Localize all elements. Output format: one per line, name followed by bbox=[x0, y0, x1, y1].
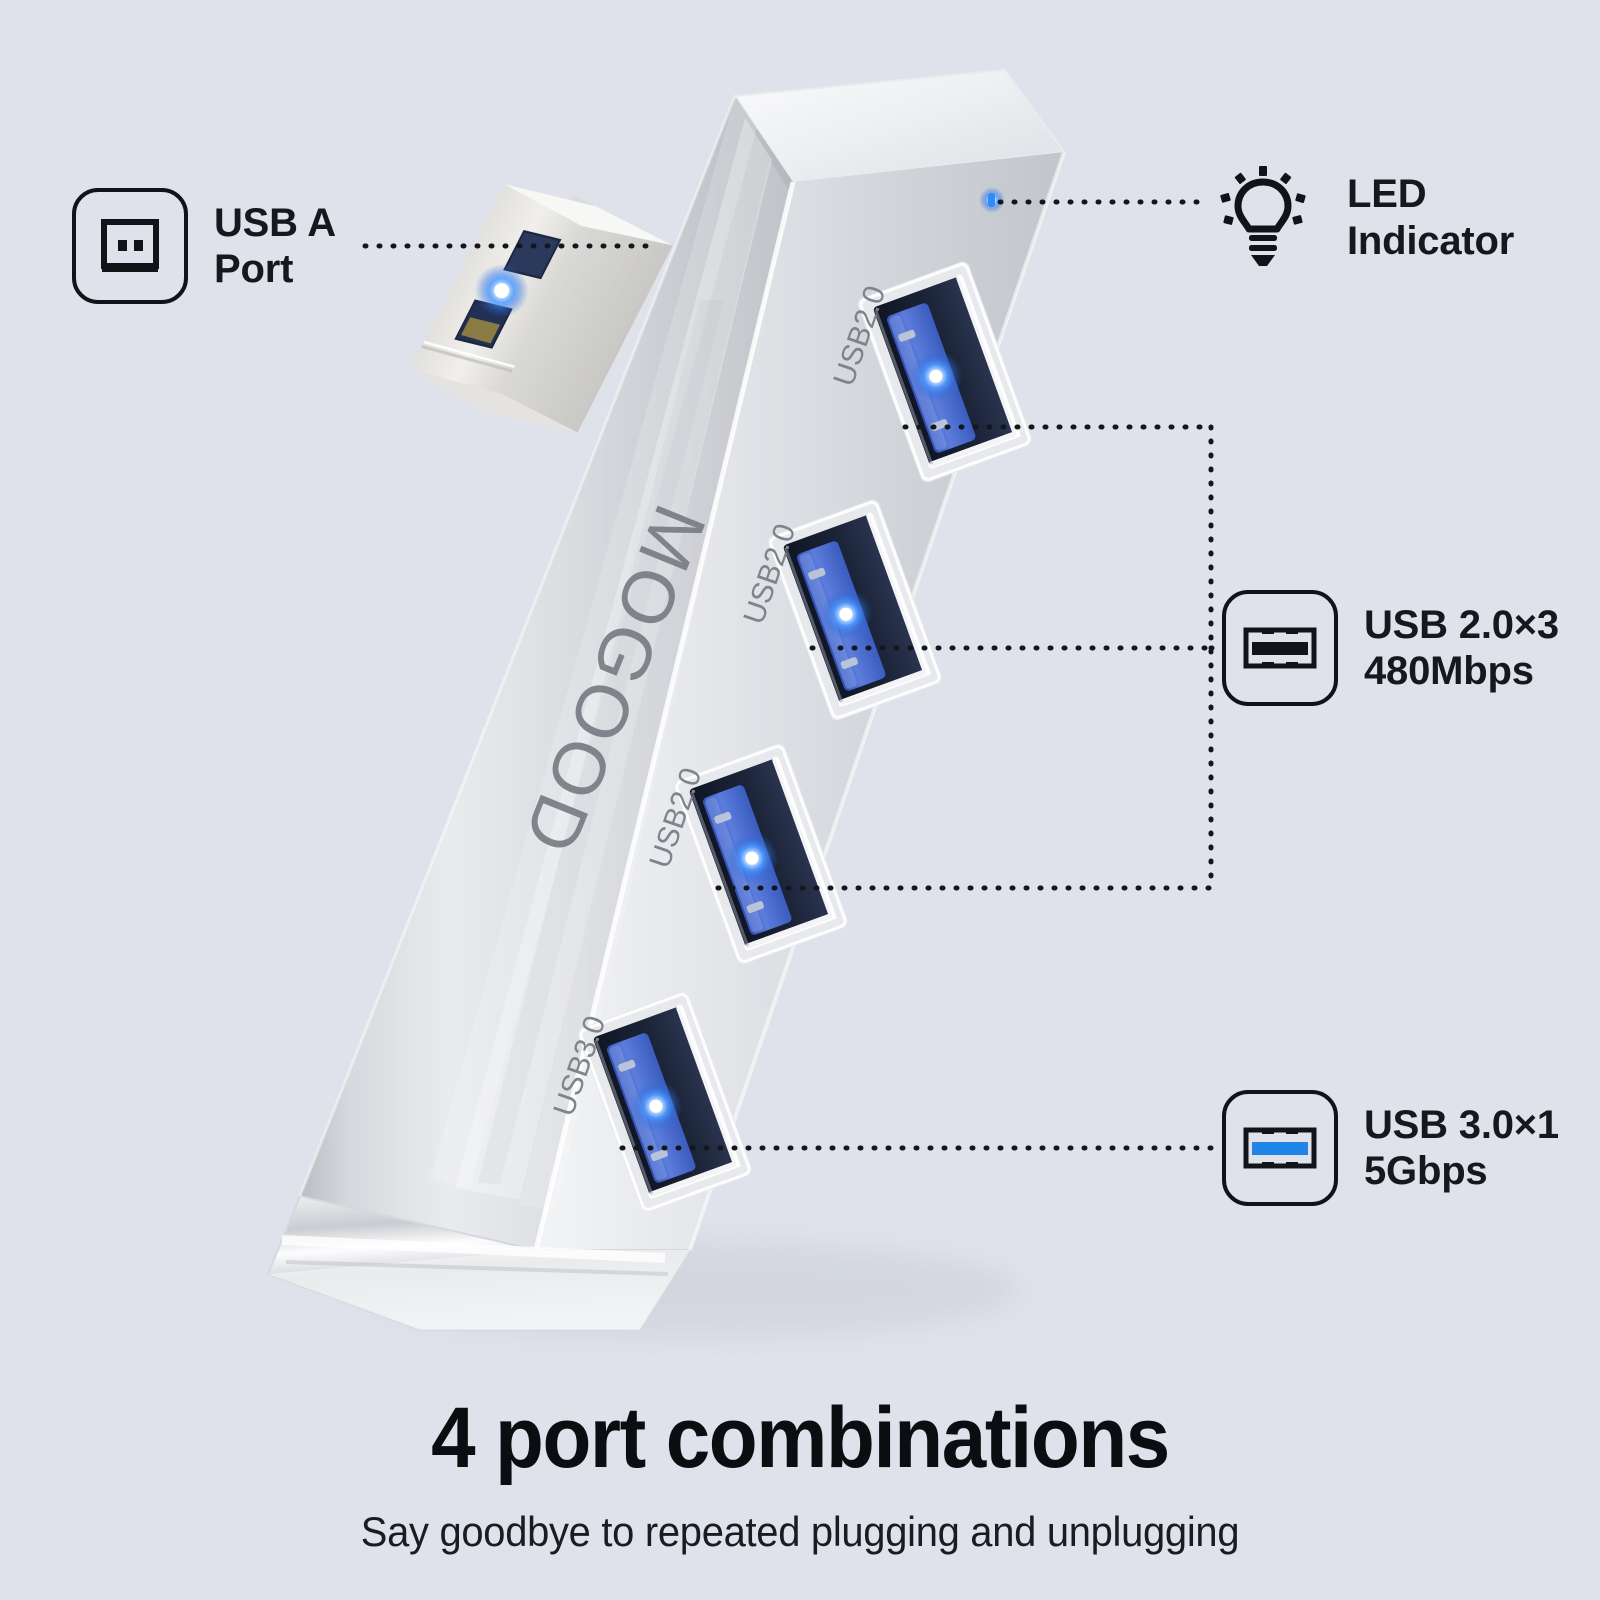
callout-usb-2-ports-label: USB 2.0×3 480Mbps bbox=[1364, 602, 1559, 693]
lightbulb-icon-wrap bbox=[1205, 160, 1321, 276]
callout-usb-a-port[interactable]: USB A Port bbox=[72, 188, 336, 304]
callout-led-indicator-label: LED Indicator bbox=[1347, 171, 1515, 263]
usb-3-port-icon-box bbox=[1222, 1090, 1338, 1206]
callout-led-indicator[interactable]: LED Indicator bbox=[1205, 160, 1600, 276]
usb-a-plug-icon-box bbox=[72, 188, 188, 304]
callout-usb-3-port[interactable]: USB 3.0×1 5Gbps bbox=[1222, 1090, 1559, 1206]
usb-3-port-icon bbox=[1243, 1127, 1317, 1169]
callout-usb-3-port-label: USB 3.0×1 5Gbps bbox=[1364, 1102, 1559, 1193]
lightbulb-icon bbox=[1220, 166, 1306, 266]
usb-2-port-icon-box bbox=[1222, 590, 1338, 706]
usb-a-plug-icon bbox=[101, 219, 159, 272]
page-headline: 4 port combinations bbox=[431, 1390, 1170, 1486]
usb-2-port-icon bbox=[1243, 627, 1317, 669]
page-subline: Say goodbye to repeated plugging and unp… bbox=[360, 1508, 1240, 1555]
led-indicator-dot bbox=[979, 187, 1005, 213]
callout-usb-2-ports[interactable]: USB 2.0×3 480Mbps bbox=[1222, 590, 1559, 706]
footer-text-block: 4 port combinations Say goodbye to repea… bbox=[0, 1389, 1600, 1556]
callout-usb-a-port-label: USB A Port bbox=[214, 200, 336, 291]
